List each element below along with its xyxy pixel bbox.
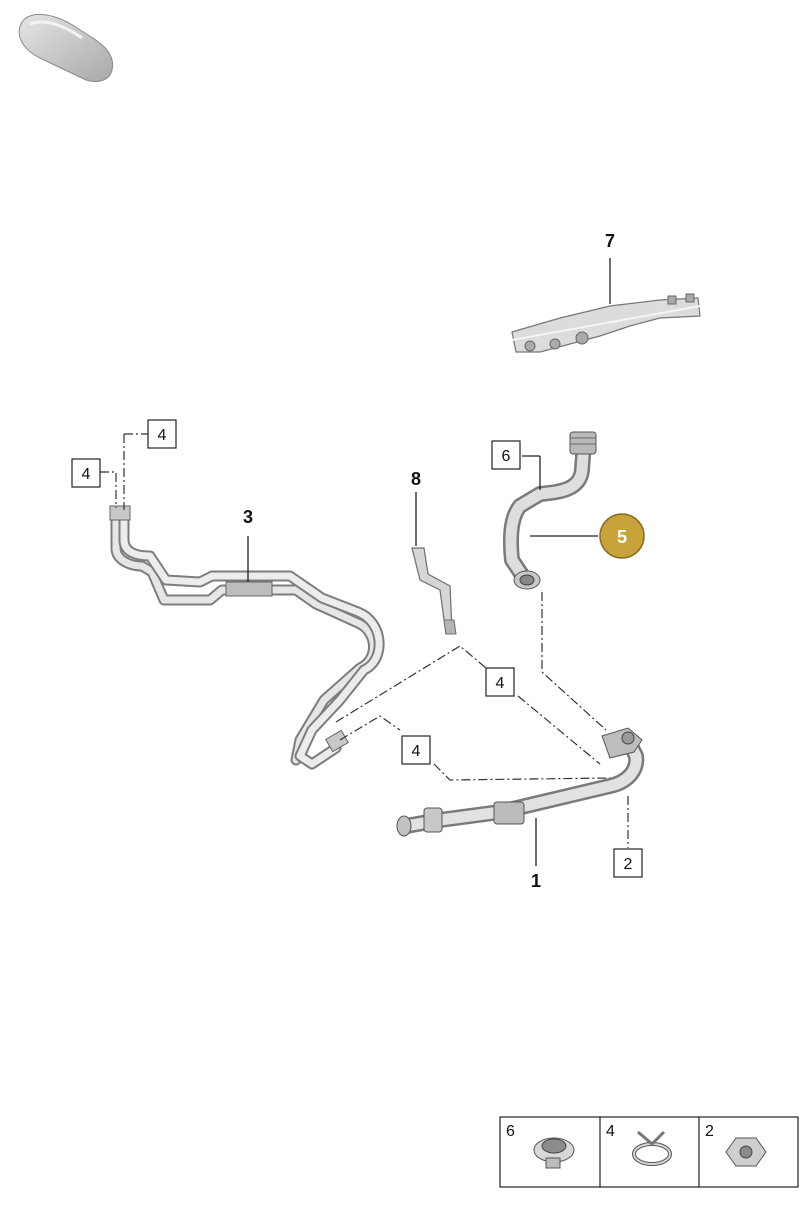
fastener-legend: 6 4 2: [499, 1116, 799, 1188]
callout-8[interactable]: 8: [411, 469, 421, 489]
callout-1[interactable]: 1: [531, 871, 541, 891]
svg-text:2: 2: [705, 1123, 714, 1140]
svg-text:4: 4: [82, 466, 91, 483]
legend-cell-spring-clamp[interactable]: 4: [606, 1123, 672, 1166]
ref-box-2[interactable]: 2: [613, 848, 643, 878]
ref-box-4-top[interactable]: 4: [147, 419, 177, 449]
legend-cell-clamp[interactable]: 6: [506, 1123, 575, 1169]
coolant-pipe-part-3[interactable]: [109, 505, 385, 770]
callout-3[interactable]: 3: [243, 507, 253, 527]
coolant-pipe-part-1[interactable]: [396, 727, 645, 837]
ref-box-4-mid[interactable]: 4: [485, 667, 515, 697]
callout-7[interactable]: 7: [605, 231, 615, 251]
legend-cell-nut[interactable]: 2: [705, 1123, 767, 1167]
svg-text:4: 4: [496, 675, 505, 692]
callout-5-highlighted[interactable]: 5: [599, 513, 645, 559]
assembly-lines: [100, 433, 629, 848]
ref-box-4-left[interactable]: 4: [71, 458, 101, 488]
ref-box-6[interactable]: 6: [491, 440, 521, 470]
coolant-hose-part-5[interactable]: [503, 431, 597, 590]
bracket-part-7[interactable]: [511, 293, 701, 353]
bracket-part-8[interactable]: [411, 547, 457, 636]
svg-text:6: 6: [502, 448, 511, 465]
car-silhouette-icon: [18, 13, 114, 83]
svg-text:5: 5: [617, 527, 627, 547]
svg-text:4: 4: [412, 743, 421, 760]
svg-text:6: 6: [506, 1123, 515, 1140]
svg-text:2: 2: [624, 856, 633, 873]
svg-text:4: 4: [158, 427, 167, 444]
highlight-circle: [599, 513, 645, 559]
ref-box-4-low[interactable]: 4: [401, 735, 431, 765]
svg-text:4: 4: [606, 1123, 615, 1140]
